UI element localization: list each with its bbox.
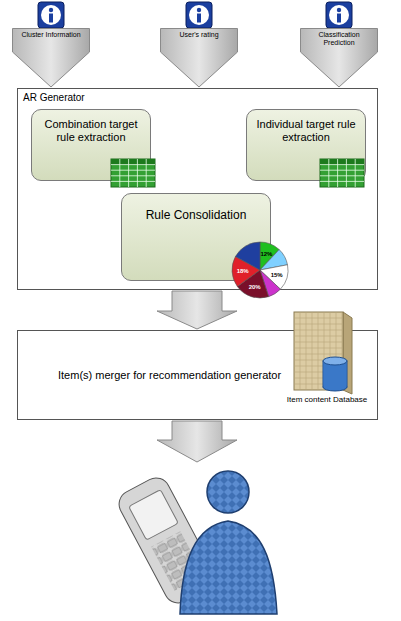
database-server: [318, 313, 319, 389]
table-icon: [128, 159, 129, 187]
input-label: Classification Prediction: [303, 31, 375, 46]
process-box: Item(s) merger for recommendation genera…: [17, 330, 378, 420]
process-label: Rule Consolidation: [122, 194, 270, 222]
database-server: [295, 342, 342, 343]
info-icon: [49, 14, 53, 23]
table-icon: [319, 158, 365, 188]
database-cylinder: [323, 357, 347, 365]
database-server: [295, 324, 342, 325]
process-box: Individual target rule extraction: [246, 109, 366, 181]
info-icon: [197, 14, 201, 23]
input-arrow: [301, 29, 378, 88]
table-icon: [137, 159, 138, 187]
info-icon: [337, 14, 341, 23]
info-icon: [189, 5, 209, 25]
mobile-phone: [129, 490, 179, 540]
percent-label: 15%: [271, 272, 283, 278]
input-arrow: Classification Prediction: [300, 28, 378, 88]
table-icon: [119, 159, 120, 187]
info-icon: [197, 8, 201, 12]
info-icon: [49, 8, 53, 12]
box-heading: AR Generator: [23, 92, 85, 103]
block-arrow: [157, 421, 237, 462]
input-arrow: [13, 29, 90, 88]
input-arrow: User's rating: [160, 28, 238, 88]
table-icon: [328, 159, 329, 187]
info-icon: [38, 2, 64, 28]
table-icon: [355, 159, 356, 187]
process-label: Individual target rule extraction: [247, 110, 365, 144]
process-label: Combination target rule extraction: [32, 110, 150, 144]
user-figure: [180, 521, 277, 614]
percent-label: 12%: [260, 251, 272, 257]
block-arrow: [157, 291, 237, 329]
table-icon: [320, 175, 364, 176]
user-figure: [207, 471, 249, 513]
table-icon: [320, 181, 364, 182]
table-icon: [111, 170, 155, 171]
generator-box: AR GeneratorCombination target rule extr…: [17, 88, 378, 290]
input-arrow: Cluster Information: [12, 28, 90, 88]
database-server: [295, 354, 342, 355]
info-icon: [326, 2, 352, 28]
input-arrow: [161, 29, 238, 88]
percent-label: 18%: [237, 268, 249, 274]
process-box: Rule Consolidation12%15%20%18%: [121, 193, 271, 281]
user-figure: [180, 471, 277, 614]
database-server: [293, 311, 355, 395]
database-server: [295, 318, 342, 319]
info-icon: [186, 2, 212, 28]
info-icon: [38, 2, 64, 28]
database-caption: Item content Database: [286, 395, 368, 404]
table-icon: [111, 175, 155, 176]
process-label: Item(s) merger for recommendation genera…: [58, 369, 281, 382]
table-icon: [146, 159, 147, 187]
database-server: [306, 313, 307, 389]
table-icon: [320, 159, 364, 165]
input-label: User's rating: [163, 31, 235, 39]
percent-label: 20%: [249, 284, 261, 290]
database-server: [295, 336, 342, 337]
info-icon: [41, 5, 61, 25]
database-server: [300, 313, 301, 389]
pie-slice: [235, 242, 260, 270]
table-icon: [111, 159, 155, 165]
info-icon: [329, 5, 349, 25]
process-box: Combination target rule extraction: [31, 109, 151, 181]
table-icon: [320, 164, 364, 165]
input-label: Cluster Information: [15, 31, 87, 39]
table-icon: [110, 158, 156, 188]
table-icon: [320, 170, 364, 171]
block-arrow: [157, 421, 237, 462]
table-icon: [111, 164, 155, 165]
table-icon: [337, 159, 338, 187]
info-icon: [186, 2, 212, 28]
database-server: [312, 313, 313, 389]
info-icon: [38, 2, 352, 28]
database-server: [295, 330, 342, 331]
info-icon: [326, 2, 352, 28]
table-icon: [346, 159, 347, 187]
table-icon: [111, 159, 155, 187]
table-icon: [111, 181, 155, 182]
info-icon: [337, 8, 341, 12]
database-server: [295, 348, 342, 349]
table-icon: [320, 159, 364, 187]
